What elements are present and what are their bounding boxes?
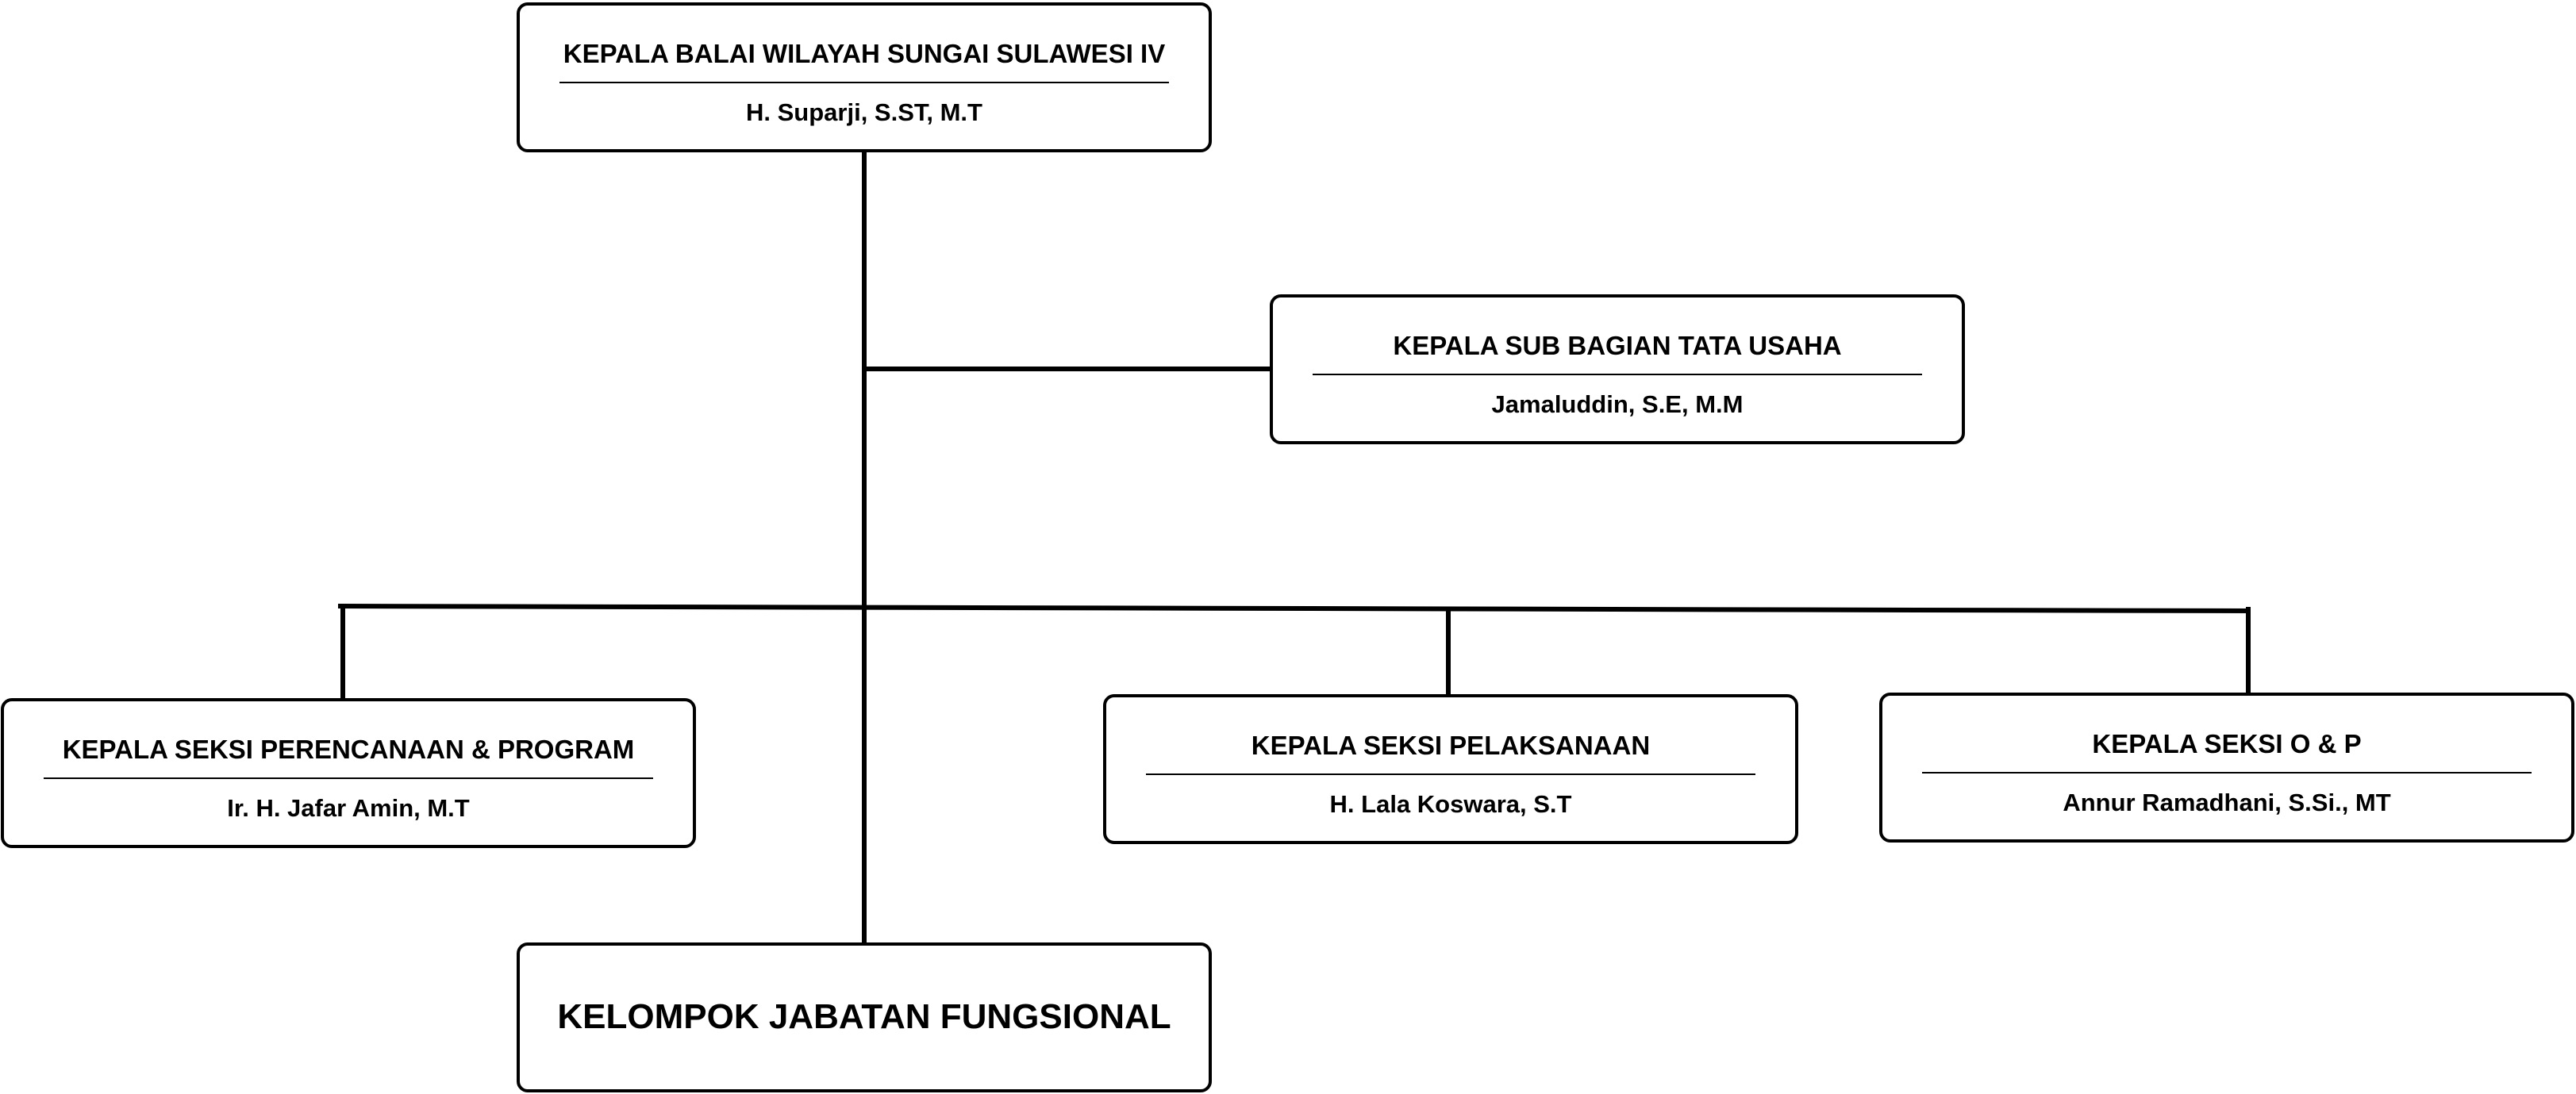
divider-line <box>44 777 653 779</box>
box-name: H. Lala Koswara, S.T <box>1329 790 1572 818</box>
box-seksi-perencanaan-program: KEPALA SEKSI PERENCANAAN & PROGRAM Ir. H… <box>1 698 696 848</box>
box-sub-bagian-tata-usaha: KEPALA SUB BAGIAN TATA USAHA Jamaluddin,… <box>1270 294 1965 444</box>
box-title: KELOMPOK JABATAN FUNGSIONAL <box>557 997 1171 1036</box>
box-title: KEPALA SEKSI PELAKSANAAN <box>1251 731 1651 760</box>
box-seksi-pelaksanaan: KEPALA SEKSI PELAKSANAAN H. Lala Koswara… <box>1103 694 1798 844</box>
horizontal-bus-line <box>337 603 2251 614</box>
box-name: Ir. H. Jafar Amin, M.T <box>227 794 470 822</box>
box-name: H. Suparji, S.ST, M.T <box>746 98 982 126</box>
box-name: Annur Ramadhani, S.Si., MT <box>2063 789 2391 816</box>
box-name: Jamaluddin, S.E, M.M <box>1491 390 1744 418</box>
divider-line <box>1313 374 1922 375</box>
divider-line <box>1922 772 2532 773</box>
box-kelompok-jabatan-fungsional: KELOMPOK JABATAN FUNGSIONAL <box>517 942 1212 1092</box>
box-title: KEPALA SEKSI PERENCANAAN & PROGRAM <box>62 735 635 764</box>
box-title: KEPALA SEKSI O & P <box>2092 729 2362 758</box>
box-kepala-balai: KEPALA BALAI WILAYAH SUNGAI SULAWESI IV … <box>517 2 1212 152</box>
divider-line <box>1146 773 1755 775</box>
box-title: KEPALA BALAI WILAYAH SUNGAI SULAWESI IV <box>563 39 1166 68</box>
box-seksi-op: KEPALA SEKSI O & P Annur Ramadhani, S.Si… <box>1879 693 2574 843</box>
box-title: KEPALA SUB BAGIAN TATA USAHA <box>1393 331 1842 360</box>
divider-line <box>559 82 1169 83</box>
